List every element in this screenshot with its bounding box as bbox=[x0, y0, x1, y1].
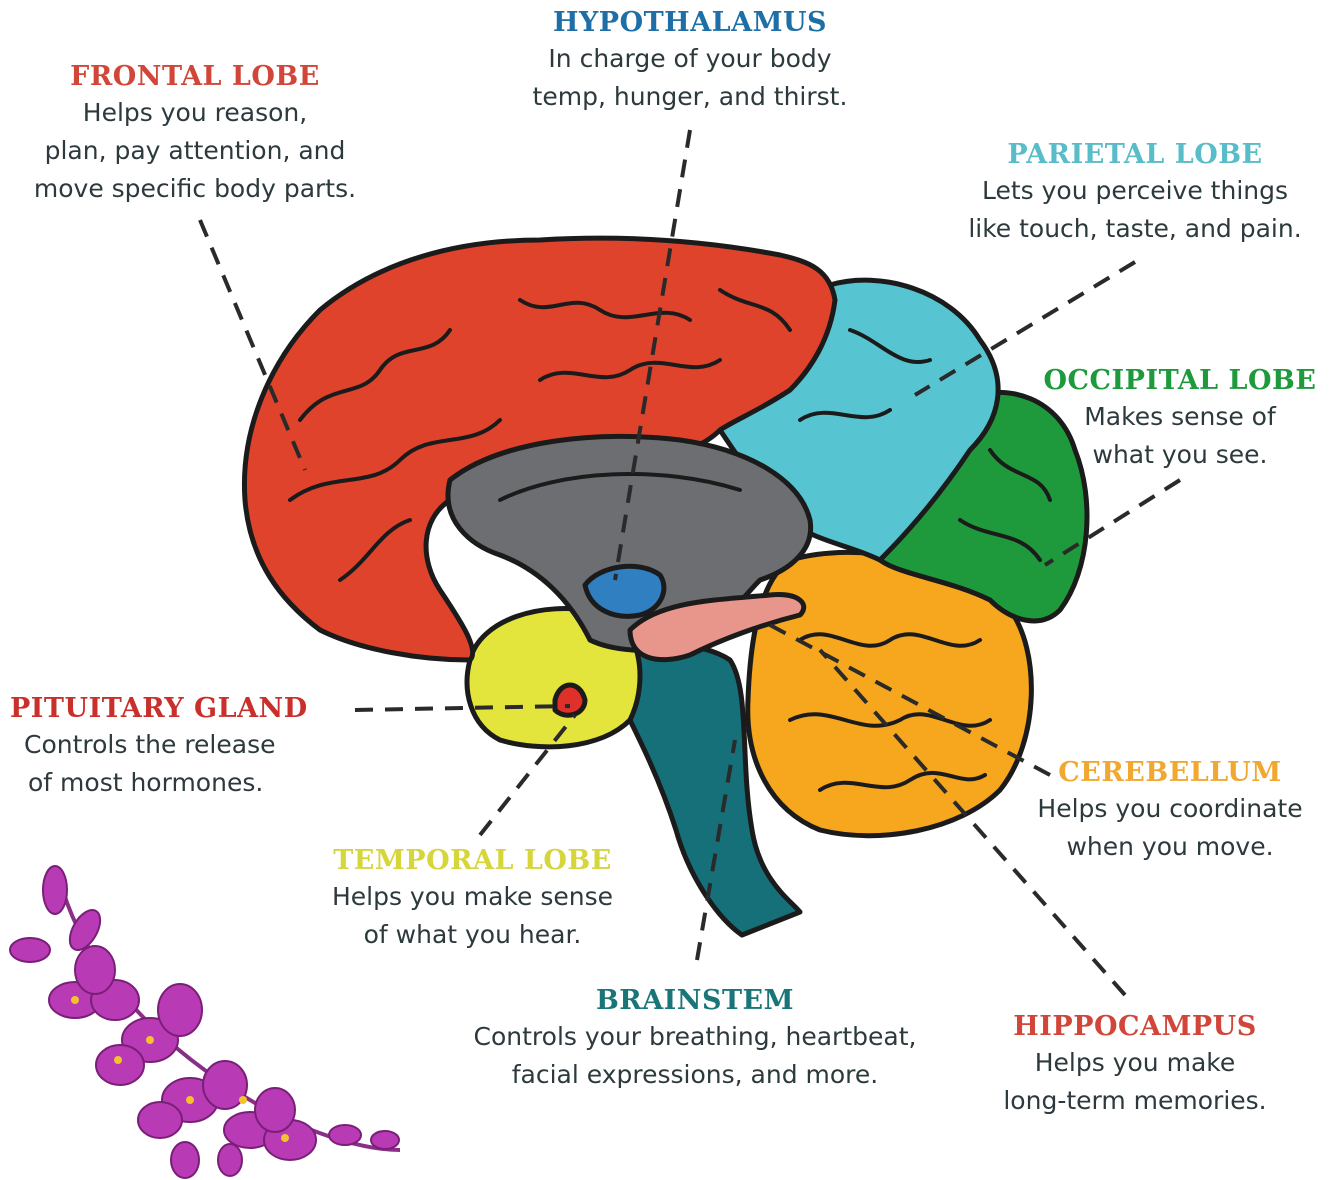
occipital-lobe-title: OCCIPITAL LOBE bbox=[1030, 364, 1330, 398]
brainstem-desc-line-1: Controls your breathing, heartbeat, bbox=[430, 1018, 960, 1056]
hypothalamus-label: HYPOTHALAMUS In charge of your body temp… bbox=[505, 6, 875, 116]
parietal-lobe-desc-line-1: Lets you perceive things bbox=[940, 172, 1330, 210]
temporal-lobe-desc-line-1: Helps you make sense bbox=[300, 878, 645, 916]
frontal-lobe-desc-line-3: move specific body parts. bbox=[5, 170, 385, 208]
brain-illustration bbox=[244, 238, 1087, 935]
occipital-lobe-label: OCCIPITAL LOBE Makes sense of what you s… bbox=[1030, 364, 1330, 474]
temporal-lobe-label: TEMPORAL LOBE Helps you make sense of wh… bbox=[300, 844, 645, 954]
pituitary-gland-desc-line-1: Controls the release bbox=[10, 726, 350, 764]
pituitary-gland-desc-line-2: of most hormones. bbox=[10, 764, 350, 802]
occipital-lobe-desc-line-1: Makes sense of bbox=[1030, 398, 1330, 436]
temporal-lobe-desc-line-2: of what you hear. bbox=[300, 916, 645, 954]
frontal-lobe-title: FRONTAL LOBE bbox=[5, 60, 385, 94]
hypothalamus-desc-line-1: In charge of your body bbox=[505, 40, 875, 78]
hypothalamus-title: HYPOTHALAMUS bbox=[505, 6, 875, 40]
pituitary-gland-label: PITUITARY GLAND Controls the release of … bbox=[10, 692, 350, 802]
hippocampus-label: HIPPOCAMPUS Helps you make long-term mem… bbox=[975, 1010, 1295, 1120]
occipital-lobe-desc-line-2: what you see. bbox=[1030, 436, 1330, 474]
frontal-lobe-desc-line-1: Helps you reason, bbox=[5, 94, 385, 132]
pituitary-gland-region bbox=[555, 685, 585, 715]
cerebellum-title: CEREBELLUM bbox=[1005, 756, 1335, 790]
brainstem-title: BRAINSTEM bbox=[430, 984, 960, 1018]
cerebellum-desc-line-1: Helps you coordinate bbox=[1005, 790, 1335, 828]
temporal-lobe-title: TEMPORAL LOBE bbox=[300, 844, 645, 878]
frontal-lobe-desc-line-2: plan, pay attention, and bbox=[5, 132, 385, 170]
brainstem-label: BRAINSTEM Controls your breathing, heart… bbox=[430, 984, 960, 1094]
hippocampus-desc-line-1: Helps you make bbox=[975, 1044, 1295, 1082]
hypothalamus-region bbox=[585, 566, 664, 616]
hippocampus-desc-line-2: long-term memories. bbox=[975, 1082, 1295, 1120]
pituitary-gland-title: PITUITARY GLAND bbox=[10, 692, 350, 726]
parietal-lobe-label: PARIETAL LOBE Lets you perceive things l… bbox=[940, 138, 1330, 248]
cerebellum-label: CEREBELLUM Helps you coordinate when you… bbox=[1005, 756, 1335, 866]
hypothalamus-desc-line-2: temp, hunger, and thirst. bbox=[505, 78, 875, 116]
parietal-lobe-title: PARIETAL LOBE bbox=[940, 138, 1330, 172]
hippocampus-title: HIPPOCAMPUS bbox=[975, 1010, 1295, 1044]
parietal-lobe-desc-line-2: like touch, taste, and pain. bbox=[940, 210, 1330, 248]
frontal-lobe-label: FRONTAL LOBE Helps you reason, plan, pay… bbox=[5, 60, 385, 208]
cerebellum-desc-line-2: when you move. bbox=[1005, 828, 1335, 866]
brainstem-desc-line-2: facial expressions, and more. bbox=[430, 1056, 960, 1094]
